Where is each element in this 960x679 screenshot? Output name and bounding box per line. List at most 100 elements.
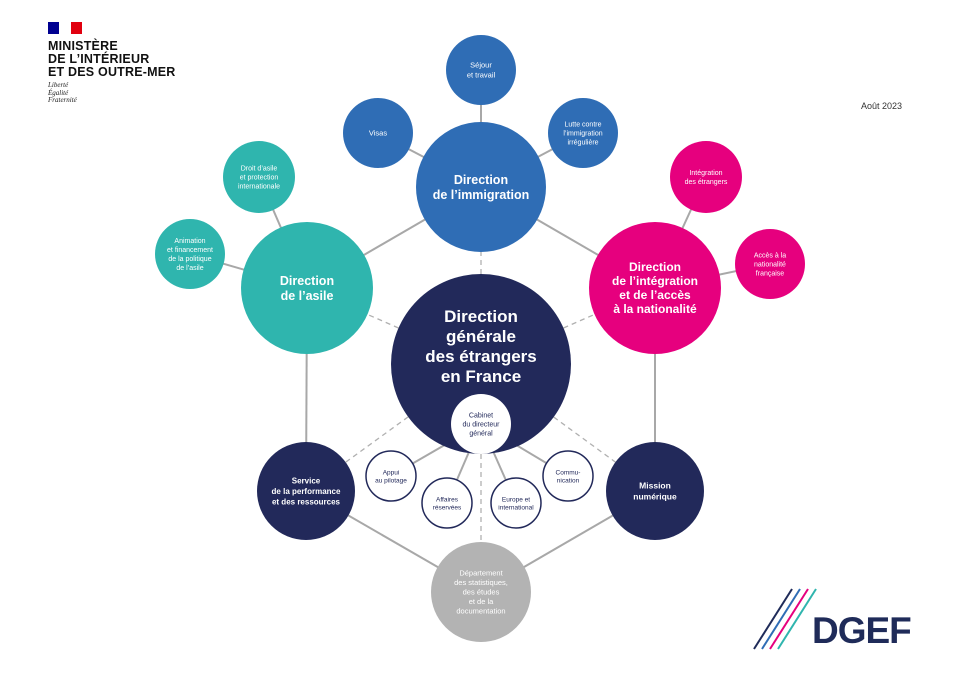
node-label-line: Direction — [454, 173, 508, 187]
node-label-line: au pilotage — [375, 477, 407, 484]
ministry-line: DE L’INTÉRIEUR — [48, 52, 150, 66]
node-label-line: réservées — [433, 504, 462, 511]
node-label-line: de la politique — [168, 256, 211, 263]
node-label-line: de l’asile — [281, 289, 334, 303]
node-circle — [670, 141, 742, 213]
node-label-line: irrégulière — [567, 139, 598, 146]
node-label-line: générale — [446, 327, 516, 346]
node-label-line: Accès à la — [754, 252, 786, 259]
marianne-flag-icon — [48, 22, 82, 34]
ministry-name: MINISTÈRE DE L’INTÉRIEUR ET DES OUTRE-ME… — [48, 40, 176, 79]
node-circle — [542, 450, 594, 502]
dgef-wordmark: DGEF — [812, 610, 912, 651]
node-label-line: Mission — [639, 480, 671, 490]
node-label-line: documentation — [456, 607, 505, 616]
node-label-line: Visas — [369, 129, 387, 138]
node-label-line: en France — [441, 367, 521, 386]
dgef-logo: DGEF — [752, 585, 922, 655]
node-circle — [431, 542, 531, 642]
motto-line: Égalité — [48, 88, 69, 97]
node-label-line: et protection — [240, 174, 279, 181]
node-label-line: Séjour — [470, 61, 492, 70]
node-communication: Commu-nication — [542, 450, 594, 502]
node-label-line: Service — [292, 476, 321, 485]
node-label-line: nationalité — [754, 261, 786, 268]
node-label-line: à la nationalité — [613, 302, 697, 316]
node-label-line: Direction — [444, 307, 518, 326]
motto-line: Liberté — [48, 81, 69, 89]
node-label-line: Commu- — [556, 469, 581, 476]
ministry-line: ET DES OUTRE-MER — [48, 65, 176, 79]
node-circle — [735, 229, 805, 299]
node-label-line: Département — [459, 569, 503, 578]
node-cabinet: Cabinet du directeur général — [451, 394, 511, 454]
node-label-line: du directeur — [463, 421, 501, 428]
node-label-line: l’immigration — [563, 130, 602, 137]
node-label-line: Cabinet — [469, 412, 493, 419]
node-circle — [343, 98, 413, 168]
node-label-line: Droit d’asile — [241, 165, 278, 172]
node-label-line: de l’immigration — [433, 188, 530, 202]
node-label-line: internationale — [238, 183, 280, 190]
node-circle — [416, 122, 546, 252]
node-label-line: des étrangers — [685, 179, 728, 186]
node-label-line: Lutte contre — [565, 121, 602, 128]
node-animation: Animation et financement de la politique de… — [155, 219, 225, 289]
node-label-line: Affaires — [436, 496, 459, 503]
node-label-line: de l’asile — [176, 265, 203, 272]
node-label-line: et financement — [167, 247, 213, 254]
node-label-line: de la performance — [272, 487, 341, 496]
node-circle — [589, 222, 721, 354]
node-label-line: numérique — [633, 491, 677, 501]
document-date: Août 2023 — [860, 101, 902, 111]
ministry-logo: MINISTÈRE DE L’INTÉRIEUR ET DES OUTRE-ME… — [48, 22, 176, 105]
node-circle — [421, 477, 473, 529]
node-label-line: et de l’accès — [619, 288, 691, 302]
node-visas: Visas — [343, 98, 413, 168]
node-circle — [606, 442, 704, 540]
node-label-line: international — [498, 504, 534, 511]
node-acces-nationalite: Accès à la nationalité française — [735, 229, 805, 299]
node-label-line: et des ressources — [272, 497, 341, 506]
node-label-line: des études — [463, 588, 500, 597]
node-circle — [257, 442, 355, 540]
node-circle — [155, 219, 225, 289]
node-label-line: Direction — [629, 260, 681, 274]
node-label-line: Intégration — [689, 170, 722, 177]
node-label-line: de l’intégration — [612, 274, 698, 288]
dgef-stripes-icon — [753, 588, 817, 650]
node-label-line: Europe et — [502, 496, 530, 503]
node-circle — [490, 477, 542, 529]
node-label-line: Animation — [174, 238, 205, 245]
motto-line: Fraternité — [48, 96, 77, 104]
node-label-line: des statistiques, — [454, 578, 508, 587]
node-droit-asile: Droit d’asile et protection internationale — [223, 141, 295, 213]
node-circle — [548, 98, 618, 168]
node-circle — [365, 450, 417, 502]
node-circle — [223, 141, 295, 213]
node-label-line: et travail — [467, 71, 496, 80]
node-label-line: et de la — [469, 597, 494, 606]
republic-motto: Liberté Égalité Fraternité — [48, 81, 176, 105]
node-circle — [451, 394, 511, 454]
node-label-line: Direction — [280, 274, 334, 288]
node-label-line: général — [469, 430, 493, 437]
node-label-line: française — [756, 270, 785, 277]
node-label-line: nication — [557, 477, 580, 484]
node-circle — [391, 274, 571, 454]
node-label-line: Appui — [383, 469, 400, 476]
node-label-line: des étrangers — [425, 347, 537, 366]
node-circle — [241, 222, 373, 354]
